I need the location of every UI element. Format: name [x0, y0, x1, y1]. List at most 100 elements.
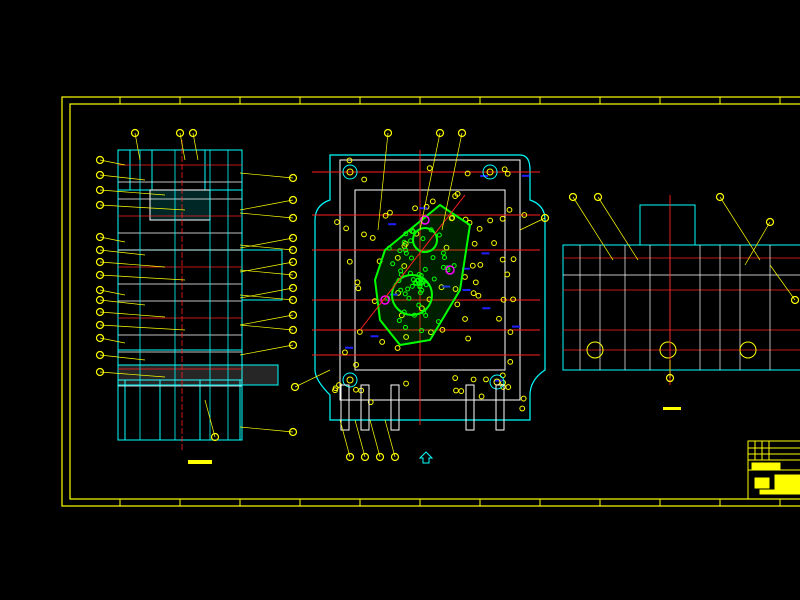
cavity-detail [390, 261, 396, 267]
ejector-pin [334, 219, 340, 225]
cavity-detail [421, 309, 427, 315]
ejector-pin [452, 375, 459, 381]
guide-bush [659, 341, 677, 359]
cavity-detail [406, 295, 412, 301]
balloon [210, 432, 220, 442]
ejector-pin [462, 316, 468, 322]
return-pin [495, 384, 505, 431]
cavity-detail [419, 287, 425, 293]
balloon [375, 452, 385, 462]
mold-plate [199, 379, 241, 441]
cavity-detail [405, 286, 411, 292]
leader-line [99, 354, 146, 361]
leader-line [239, 344, 294, 356]
ejector-pin [394, 345, 401, 351]
slider-pin [380, 295, 390, 305]
leader-line [99, 337, 126, 344]
slider-pin [420, 215, 430, 225]
balloon [360, 452, 370, 462]
leader-line [99, 274, 186, 281]
leader-line [99, 249, 146, 256]
ejector-pin [500, 296, 507, 303]
leader-line [99, 174, 146, 181]
angle-pin [359, 194, 466, 331]
balloon [568, 192, 578, 202]
ejector-pin [332, 385, 339, 392]
leader-line [99, 299, 146, 306]
cavity-detail [430, 255, 436, 261]
leader-line [192, 132, 199, 161]
side-section-view [117, 140, 283, 450]
leader-line [204, 399, 216, 438]
leader-line [99, 189, 166, 196]
leader-line [339, 419, 351, 458]
balloon [288, 340, 298, 350]
plan-view [312, 150, 546, 431]
return-pin [390, 384, 400, 431]
ejector-pin [428, 329, 434, 336]
ejector-pin [361, 231, 367, 238]
cavity-detail [401, 309, 407, 315]
cavity-detail [419, 328, 425, 334]
ejector-pin [507, 358, 514, 365]
mold-plate [204, 149, 243, 191]
balloon [95, 270, 105, 280]
ejector-pin [412, 205, 418, 212]
balloon [95, 285, 105, 295]
hatched-plate [117, 364, 279, 386]
balloon [383, 128, 393, 138]
ejector-pin [452, 286, 459, 292]
cavity-detail [440, 250, 446, 256]
cavity-detail [451, 263, 457, 269]
leader-line [239, 237, 294, 249]
balloon [288, 195, 298, 205]
leader-line [239, 261, 294, 273]
ejector-pin [487, 217, 494, 224]
balloon [390, 452, 400, 462]
north-arrow-icon [418, 451, 434, 464]
cavity-detail [415, 277, 421, 283]
cavity-plate [339, 159, 521, 401]
cavity-detail [408, 255, 414, 261]
guide-pillar [342, 372, 358, 388]
cavity-detail [403, 231, 409, 237]
cavity-detail [403, 247, 409, 253]
cavity-detail [431, 276, 437, 282]
guide-pillar [482, 164, 498, 180]
balloon [95, 257, 105, 267]
return-pin [465, 384, 475, 431]
cavity-detail [420, 277, 426, 283]
ejector-pin [367, 399, 374, 406]
balloon [288, 427, 298, 437]
leader-line [239, 244, 294, 251]
balloon [288, 295, 298, 305]
balloon [288, 283, 298, 293]
leader-line [419, 132, 441, 231]
ejector-pin [499, 256, 506, 263]
sprue-bushing [241, 249, 283, 301]
balloon [288, 173, 298, 183]
cavity-detail [413, 280, 419, 286]
leader-line [99, 324, 186, 331]
ejector-pin [520, 395, 527, 402]
cavity-detail [414, 278, 420, 284]
balloon [288, 213, 298, 223]
balloon [188, 128, 198, 138]
ejector-pin [426, 165, 433, 172]
ejector-pin [401, 263, 408, 269]
balloon [765, 217, 775, 227]
leader-line [239, 426, 294, 433]
ejector-pin [454, 301, 461, 308]
ejector-pin [483, 376, 489, 383]
balloon [288, 325, 298, 335]
leader-line [384, 419, 396, 458]
ejector-pin [499, 215, 506, 222]
guide-pillar-core [486, 168, 494, 176]
leader-line [354, 419, 366, 458]
balloon [540, 213, 550, 223]
leader-line [572, 196, 614, 261]
cavity-detail [422, 266, 428, 272]
guide-pillar [342, 164, 358, 180]
drawing-frame [61, 96, 800, 507]
